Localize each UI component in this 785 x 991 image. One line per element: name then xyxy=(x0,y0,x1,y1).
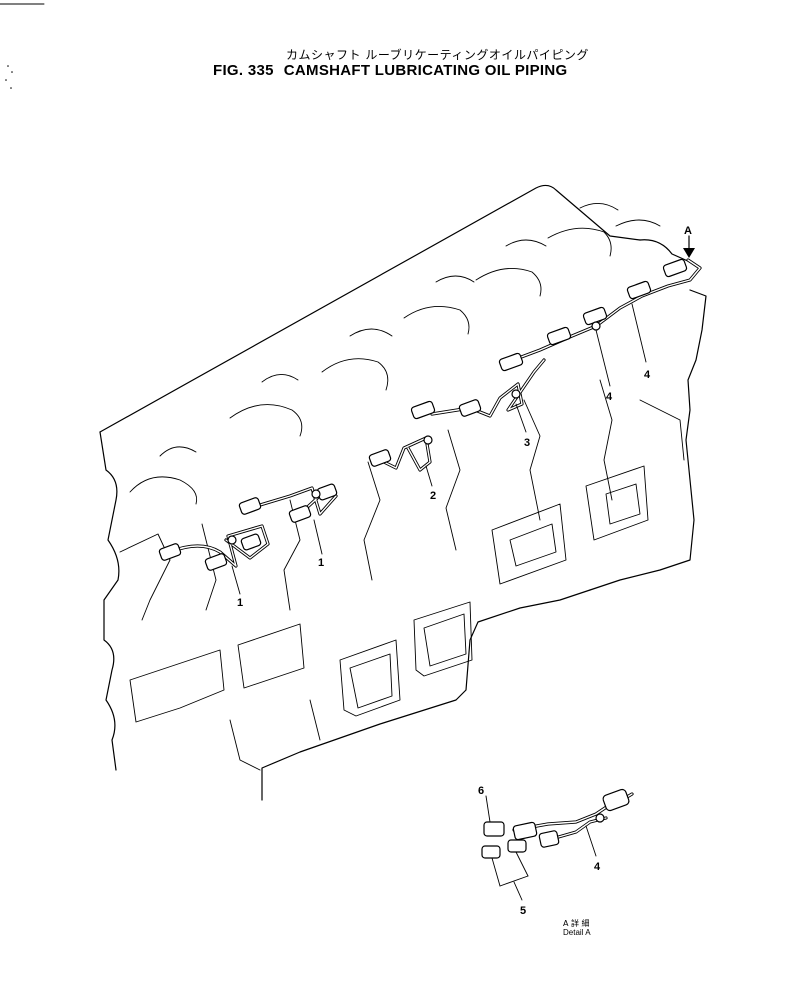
detail-fitting-end xyxy=(602,788,630,812)
fitting xyxy=(458,399,482,417)
block-top-edge xyxy=(99,184,641,433)
detail-fitting-5b xyxy=(507,839,527,853)
leader-3 xyxy=(515,403,527,433)
side-rib-7 xyxy=(599,379,613,501)
cover-panel-3-inner xyxy=(349,653,393,709)
head-boss-3b xyxy=(349,328,393,337)
end-face-rib xyxy=(639,399,685,461)
side-rib-4 xyxy=(363,461,381,581)
head-boss-4 xyxy=(403,305,470,335)
callout-4a: 4 xyxy=(606,391,613,403)
detail-caption-english: Detail A xyxy=(563,928,591,937)
fitting xyxy=(288,505,312,523)
callout-1: 1 xyxy=(237,597,243,609)
cover-panel-3 xyxy=(339,639,401,717)
leader-1 xyxy=(231,565,241,595)
head-boss-1b xyxy=(159,446,197,457)
fitting xyxy=(204,553,228,571)
side-rib-1 xyxy=(119,533,171,621)
detail-fitting xyxy=(512,821,538,841)
skirt-1 xyxy=(229,719,261,771)
fitting xyxy=(662,258,688,278)
head-boss-5b xyxy=(505,239,547,247)
detail-clamp xyxy=(595,813,605,823)
cover-panel-5-inner xyxy=(509,523,557,567)
side-rib-2 xyxy=(201,523,217,611)
figure-number: FIG. 335 xyxy=(213,62,274,79)
callout-2: 2 xyxy=(430,490,436,502)
head-boss-3 xyxy=(321,358,389,391)
engine-block xyxy=(99,184,707,801)
cover-panel-6-inner xyxy=(605,483,641,525)
callout-4-detail: 4 xyxy=(594,861,601,873)
block-left-face xyxy=(99,431,120,771)
fitting xyxy=(240,533,262,551)
leader-4b xyxy=(631,303,647,363)
callout-5: 5 xyxy=(520,905,526,917)
callout-6: 6 xyxy=(478,785,484,797)
detail-fitting xyxy=(538,830,560,848)
pipe-clamp xyxy=(227,535,237,545)
pipe-clamp xyxy=(423,435,433,445)
detail-fitting-6 xyxy=(483,821,505,837)
callout-3: 3 xyxy=(524,437,530,449)
margin-dots xyxy=(5,65,13,89)
block-right-face xyxy=(589,289,707,591)
fitting xyxy=(368,449,392,467)
leader-2 xyxy=(425,465,433,487)
callout-1b: 1 xyxy=(318,557,324,569)
detail-fitting-5a xyxy=(481,845,501,859)
head-boss-2 xyxy=(229,404,303,437)
fitting xyxy=(158,543,182,561)
block-lower-edge xyxy=(261,589,591,801)
fitting xyxy=(626,280,652,300)
view-a-label: A xyxy=(684,225,692,237)
pipe-clamp xyxy=(511,389,521,399)
leader-4a xyxy=(595,329,611,387)
cover-panel-2 xyxy=(237,623,305,689)
head-boss-4b xyxy=(435,275,475,283)
block-top-right xyxy=(639,239,691,263)
leader-4-detail xyxy=(585,825,597,857)
cover-panel-5 xyxy=(491,503,567,585)
figure-title: FIG. 335 CAMSHAFT LUBRICATING OIL PIPING xyxy=(213,62,568,79)
detail-a-view: 6 5 4 xyxy=(478,785,634,917)
leader-5-join xyxy=(499,875,529,887)
oil-piping-main xyxy=(158,258,702,571)
cover-panel-4 xyxy=(413,601,473,677)
head-boss-1 xyxy=(129,476,198,505)
pipe-clamp xyxy=(311,489,321,499)
view-a-marker: A xyxy=(683,225,695,258)
cover-panel-4-inner xyxy=(423,613,467,667)
leader-5a xyxy=(491,857,501,887)
title-japanese: カムシャフト ルーブリケーティングオイルパイピング xyxy=(286,48,589,62)
head-boss-7 xyxy=(615,219,661,227)
head-boss-5 xyxy=(475,267,542,297)
fitting xyxy=(238,497,262,515)
pipe-clamp xyxy=(591,321,601,331)
fitting xyxy=(410,400,436,420)
callout-4b: 4 xyxy=(644,369,651,381)
leader-6 xyxy=(485,795,491,823)
leader-5b xyxy=(515,851,529,877)
side-rib-5 xyxy=(445,429,461,551)
head-boss-6 xyxy=(547,227,612,257)
cover-panel-1 xyxy=(129,649,225,723)
figure-title-english: CAMSHAFT LUBRICATING OIL PIPING xyxy=(283,62,568,79)
head-boss-2b xyxy=(261,374,299,383)
fitting xyxy=(546,326,572,346)
leader-5 xyxy=(513,881,523,901)
view-arrow-head xyxy=(683,248,695,258)
detail-caption-japanese: A 詳 細 xyxy=(563,919,590,928)
main-callouts: 1 1 2 3 4 4 xyxy=(231,303,651,609)
side-rib-6 xyxy=(523,399,541,521)
fitting xyxy=(498,352,524,372)
leader-1b xyxy=(313,519,323,555)
skirt-2 xyxy=(309,699,321,741)
head-boss-6b xyxy=(579,203,619,211)
cover-panel-6 xyxy=(585,465,649,541)
